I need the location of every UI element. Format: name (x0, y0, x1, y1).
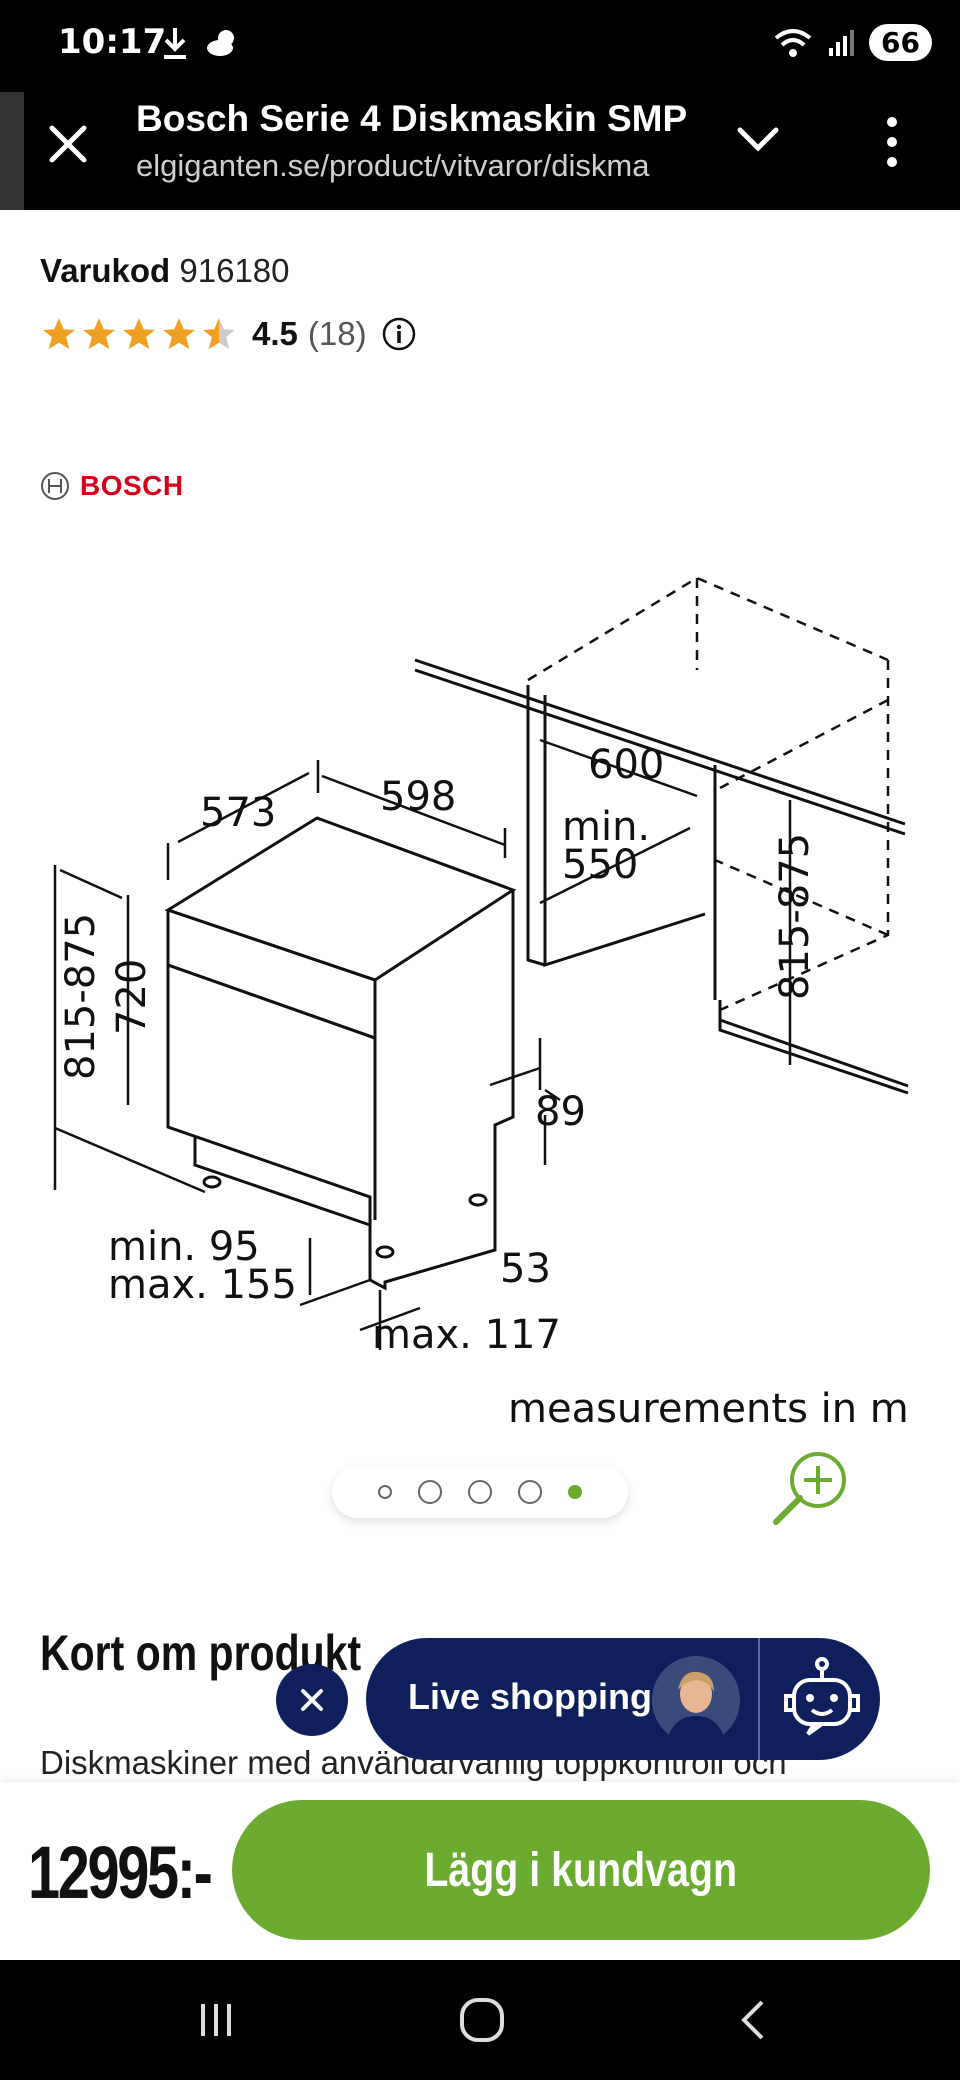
battery-indicator: 66 (869, 24, 932, 61)
dim-toe-max: max. 155 (108, 1262, 297, 1308)
dim-niche-depth-1: min. (562, 804, 650, 850)
countertop-outline (414, 658, 909, 1095)
close-icon (301, 1689, 323, 1711)
live-shopping-close-button[interactable] (276, 1664, 348, 1736)
add-to-cart-button[interactable]: Lägg i kundvagn (232, 1800, 930, 1940)
niche-dashed-outline (527, 576, 890, 1012)
dim-body-height: 720 (109, 959, 155, 1035)
dim-plinth: 89 (535, 1089, 586, 1135)
page-title: Bosch Serie 4 Diskmaskin SMP (136, 98, 688, 139)
dim-toe-min: min. 95 (108, 1224, 260, 1270)
chatbot-icon[interactable] (770, 1646, 874, 1750)
download-icon (164, 28, 186, 59)
dim-height-range: 815-875 (58, 913, 104, 1080)
dim-width: 598 (380, 774, 456, 820)
status-notification-icons (160, 26, 240, 60)
half-star-icon (203, 318, 235, 350)
system-navigation-bar (0, 1960, 960, 2080)
star-icon (43, 318, 75, 350)
sku-row: Varukod 916180 (40, 252, 290, 290)
star-icon (163, 318, 195, 350)
diagram-caption-text: measurements in m (508, 1386, 909, 1432)
page-url[interactable]: elgiganten.se/product/vitvaror/diskma (136, 148, 650, 183)
sku-value: 916180 (179, 252, 290, 289)
browser-toolbar: Bosch Serie 4 Diskmaskin SMP elgiganten.… (0, 92, 960, 210)
dim-niche-width: 600 (588, 742, 664, 788)
zoom-in-icon[interactable] (766, 1446, 856, 1536)
status-time: 10:17 (58, 22, 167, 62)
bosch-logo-icon (41, 472, 69, 500)
host-avatar (652, 1656, 740, 1744)
back-icon[interactable] (724, 1990, 784, 2050)
rating-value: 4.5 (252, 315, 298, 352)
more-options-icon[interactable] (872, 110, 912, 174)
purchase-bar: 12995:- Lägg i kundvagn (0, 1782, 960, 1960)
carousel-dot[interactable] (468, 1480, 492, 1504)
rating-count: (18) (307, 315, 367, 352)
dim-niche-depth-2: 550 (562, 842, 638, 888)
dimension-lines (53, 738, 792, 1350)
dim-niche-height: 815-875 (772, 833, 818, 1000)
signal-icon (829, 29, 855, 56)
dim-foot: 53 (500, 1246, 551, 1292)
recent-apps-icon[interactable] (186, 1990, 246, 2050)
price: 12995:- (28, 1831, 213, 1914)
rating-stars (40, 315, 238, 353)
sku-label: Varukod (40, 252, 171, 289)
dim-depth: 573 (200, 790, 276, 836)
carousel-dot[interactable] (418, 1480, 442, 1504)
brand-logo[interactable]: BOSCH (40, 470, 184, 502)
star-icon (83, 318, 115, 350)
chevron-down-icon[interactable] (730, 112, 786, 168)
info-icon[interactable] (381, 316, 417, 352)
dimension-diagram[interactable]: 573 598 600 min. 550 815-875 720 815-875… (0, 560, 960, 1380)
carousel-dot-active[interactable] (568, 1485, 582, 1499)
live-shopping-label: Live shopping (408, 1676, 653, 1717)
carousel-dot[interactable] (518, 1480, 542, 1504)
browser-edge (0, 92, 24, 210)
star-icon (123, 318, 155, 350)
weather-icon (207, 30, 234, 56)
status-system-icons: 66 (773, 24, 932, 61)
add-to-cart-label: Lägg i kundvagn (424, 1843, 738, 1897)
home-icon[interactable] (452, 1990, 512, 2050)
status-bar: 10:17 66 (0, 0, 960, 92)
banner-divider (758, 1638, 760, 1760)
dim-max-adjust: max. 117 (372, 1312, 561, 1358)
carousel-pagination (332, 1466, 628, 1518)
live-shopping-banner[interactable]: Live shopping (366, 1638, 880, 1760)
dishwasher-outline (164, 816, 517, 1291)
rating-row[interactable]: 4.5 (18) (40, 312, 417, 356)
close-icon[interactable] (38, 114, 98, 174)
wifi-icon (774, 28, 812, 57)
brand-name: BOSCH (80, 470, 184, 501)
carousel-dot[interactable] (378, 1485, 392, 1499)
